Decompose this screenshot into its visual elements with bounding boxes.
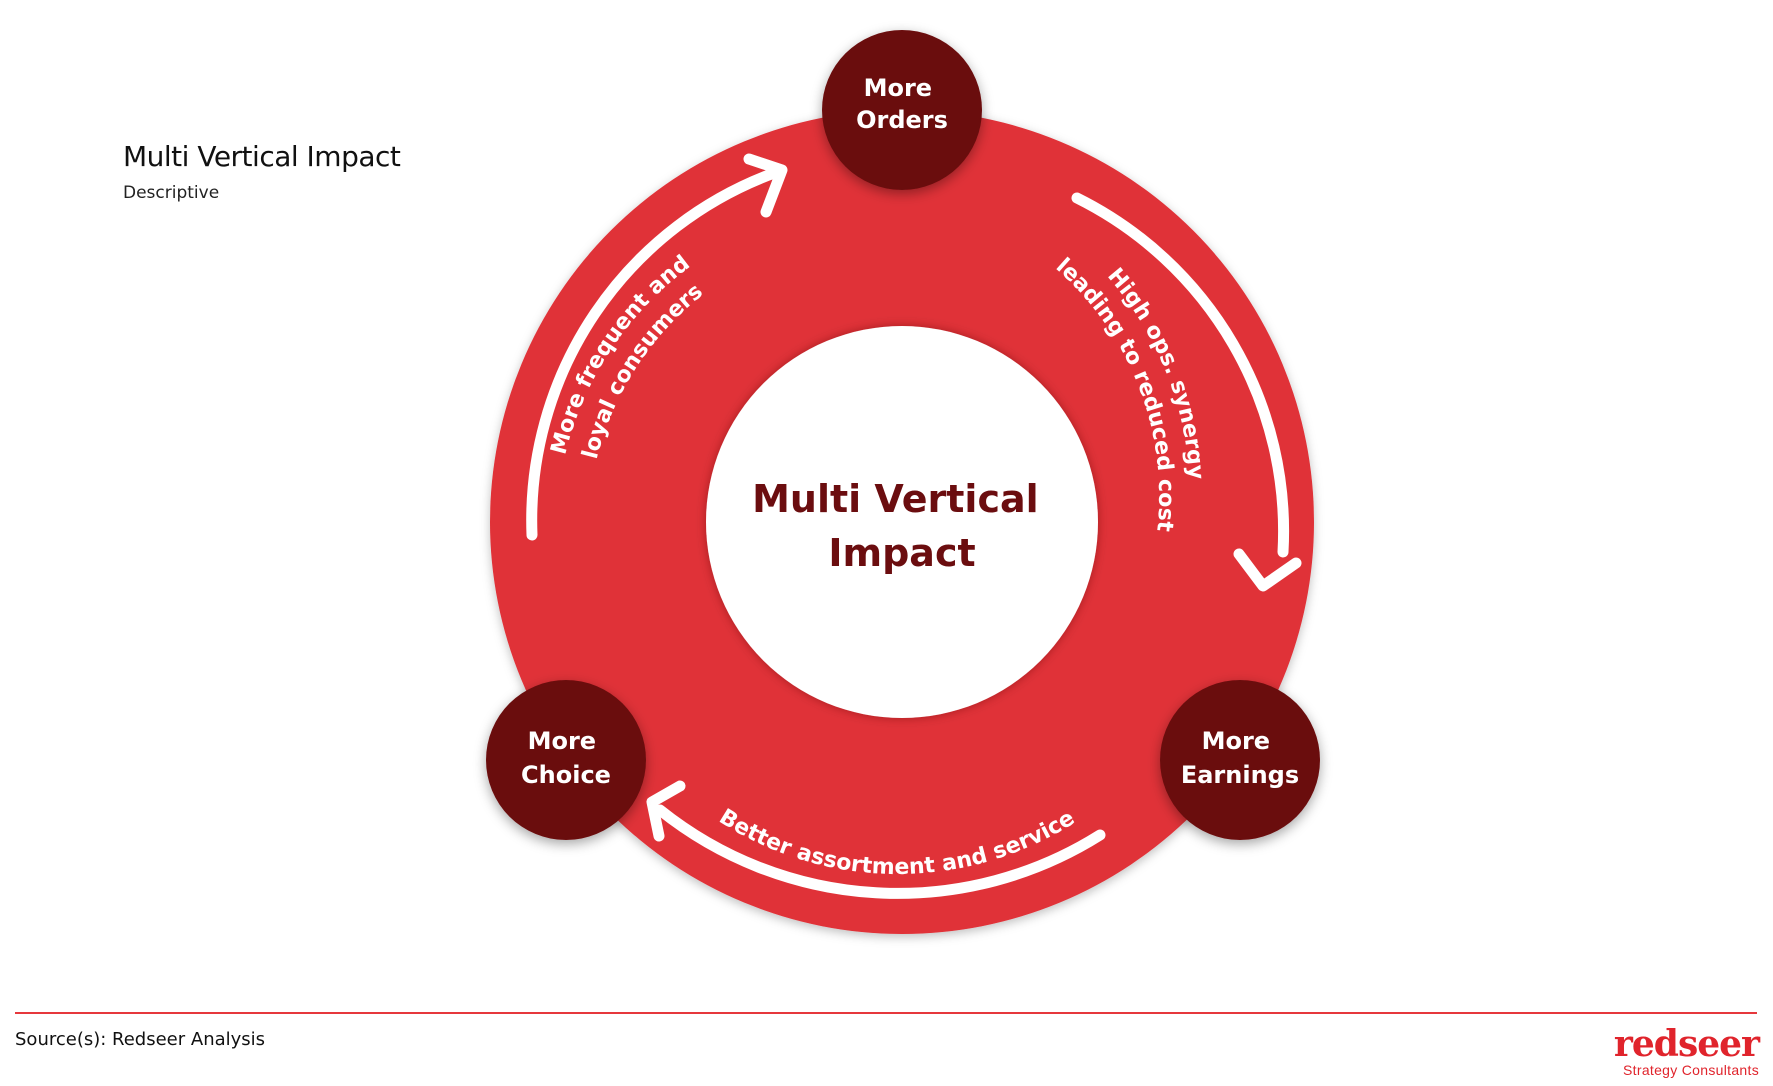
- brand-name: redseer: [1613, 1023, 1760, 1065]
- arrow-earnings-to-choice: [646, 780, 1106, 899]
- cycle-diagram: More frequent and loyal consumers High o…: [486, 30, 1320, 934]
- svg-text:More Earnings: More Earnings: [1181, 727, 1299, 789]
- node-more-choice: More Choice: [486, 680, 646, 840]
- page-title: Multi Vertical Impact: [123, 140, 401, 173]
- node-more-orders: More Orders: [822, 30, 982, 190]
- brand-tagline: Strategy Consultants: [1623, 1062, 1759, 1078]
- header: Multi Vertical Impact Descriptive: [123, 140, 401, 204]
- arrow-orders-to-earnings: [1071, 192, 1302, 592]
- source-note: Source(s): Redseer Analysis: [15, 1029, 266, 1050]
- svg-text:More Orders: More Orders: [856, 74, 948, 134]
- center-disk: [706, 326, 1098, 718]
- node-more-earnings: More Earnings: [1160, 680, 1320, 840]
- page-subtitle: Descriptive: [123, 183, 220, 203]
- brand-logo: redseer Strategy Consultants: [1613, 1023, 1760, 1078]
- center-label: Multi Vertical Impact: [752, 477, 1052, 575]
- arrow-choice-to-orders: [526, 153, 788, 541]
- footer-divider: [15, 1012, 1757, 1014]
- svg-text:More Choice: More Choice: [521, 727, 611, 789]
